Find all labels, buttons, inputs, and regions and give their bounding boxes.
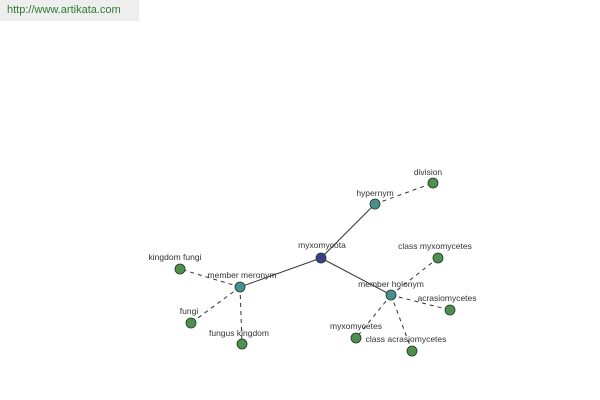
node-class-myxomycetes[interactable]	[432, 252, 444, 264]
edge-member-holonym-to-class-acrasiomycetes	[390, 294, 413, 352]
label-class-acrasiomycetes[interactable]: class acrasiomycetes	[366, 334, 447, 344]
label-kingdom-fungi[interactable]: kingdom fungi	[149, 252, 202, 262]
node-myxomycetes[interactable]	[350, 332, 362, 344]
label-fungus-kingdom[interactable]: fungus kingdom	[209, 328, 269, 338]
label-myxomycetes[interactable]: myxomycetes	[330, 321, 382, 331]
node-fungi[interactable]	[185, 317, 197, 329]
edge-myxomycota-to-member-meronym	[239, 257, 322, 288]
label-member-meronym[interactable]: member meronym	[208, 270, 277, 280]
edge-member-meronym-to-fungi	[190, 286, 241, 324]
graph-edges	[179, 182, 451, 352]
edge-member-holonym-to-class-myxomycetes	[390, 257, 439, 296]
edge-member-meronym-to-kingdom-fungi	[179, 268, 241, 288]
node-member-holonym[interactable]	[385, 289, 397, 301]
edge-hypernym-to-division	[374, 182, 434, 205]
graph-nodes	[174, 177, 456, 357]
edge-myxomycota-to-hypernym	[320, 203, 376, 259]
node-division[interactable]	[427, 177, 439, 189]
label-division[interactable]: division	[414, 167, 443, 177]
site-link[interactable]: http://www.artikata.com	[7, 4, 121, 16]
graph-labels: myxomycota hypernym division member meronym…	[149, 167, 477, 344]
label-member-holonym[interactable]: member holonym	[358, 279, 424, 289]
label-acrasiomycetes[interactable]: acrasiomycetes	[417, 293, 476, 303]
node-kingdom-fungi[interactable]	[174, 263, 186, 275]
node-class-acrasiomycetes[interactable]	[406, 345, 418, 357]
label-fungi[interactable]: fungi	[180, 306, 199, 316]
url-bar: http://www.artikata.com	[0, 0, 139, 21]
label-class-myxomycetes[interactable]: class myxomycetes	[398, 241, 472, 251]
node-acrasiomycetes[interactable]	[444, 304, 456, 316]
edge-member-meronym-to-fungus-kingdom	[239, 286, 243, 345]
edge-myxomycota-to-member-holonym	[320, 257, 392, 296]
label-hypernym[interactable]: hypernym	[356, 188, 393, 198]
node-myxomycota[interactable]	[315, 252, 327, 264]
edge-member-holonym-to-myxomycetes	[355, 294, 392, 339]
edge-member-holonym-to-acrasiomycetes	[390, 294, 451, 311]
node-member-meronym[interactable]	[234, 281, 246, 293]
label-myxomycota[interactable]: myxomycota	[298, 240, 346, 250]
node-fungus-kingdom[interactable]	[236, 338, 248, 350]
node-hypernym[interactable]	[369, 198, 381, 210]
